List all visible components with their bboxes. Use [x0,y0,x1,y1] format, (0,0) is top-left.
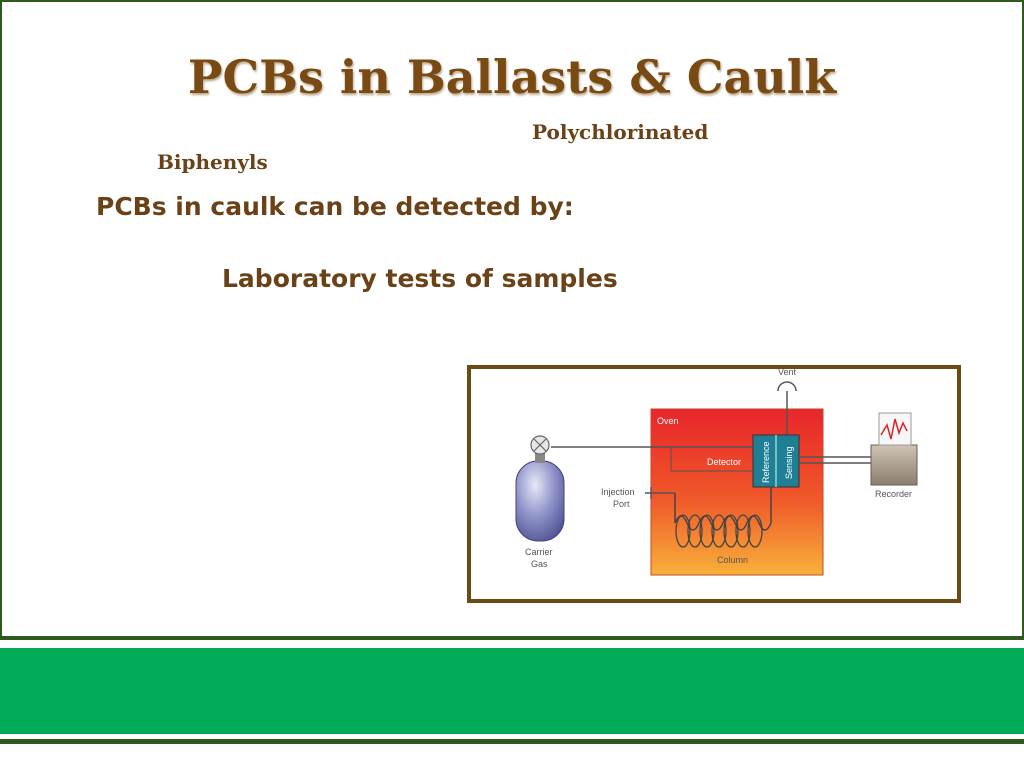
carrier-gas-tank [515,460,565,542]
injection-label-1: Injection [601,487,635,497]
carrier-label-1: Carrier [525,547,553,557]
detector-label: Detector [707,457,741,467]
detection-heading: PCBs in caulk can be detected by: [96,192,574,221]
footer-rule-top [0,636,1024,640]
footer-band [0,648,1024,734]
slide-title: PCBs in Ballasts & Caulk [187,50,837,104]
column-loops [675,514,763,548]
sensing-label: Sensing [784,446,794,479]
oven-label: Oven [657,416,679,426]
slide-frame [0,0,1024,638]
recorder-box [870,444,918,486]
footer-rule-bottom [0,739,1024,744]
column-label: Column [717,555,748,565]
injection-label-2: Port [613,499,630,509]
recorder-paper [878,412,912,446]
subtitle-line-1: Polychlorinated [532,120,709,144]
vent-label: Vent [778,369,797,377]
recorder-label: Recorder [875,489,912,499]
subtitle-line-2: Biphenyls [157,150,268,174]
bullet-lab-tests: Laboratory tests of samples [222,264,618,293]
carrier-label-2: Gas [531,559,548,569]
gas-chromatograph-diagram: Oven Vent Reference Sensing Detector Inj… [467,365,961,603]
reference-label: Reference [761,441,771,483]
vent-pipe [777,381,797,435]
oven-box [650,408,824,576]
recorder-trace [880,418,908,440]
